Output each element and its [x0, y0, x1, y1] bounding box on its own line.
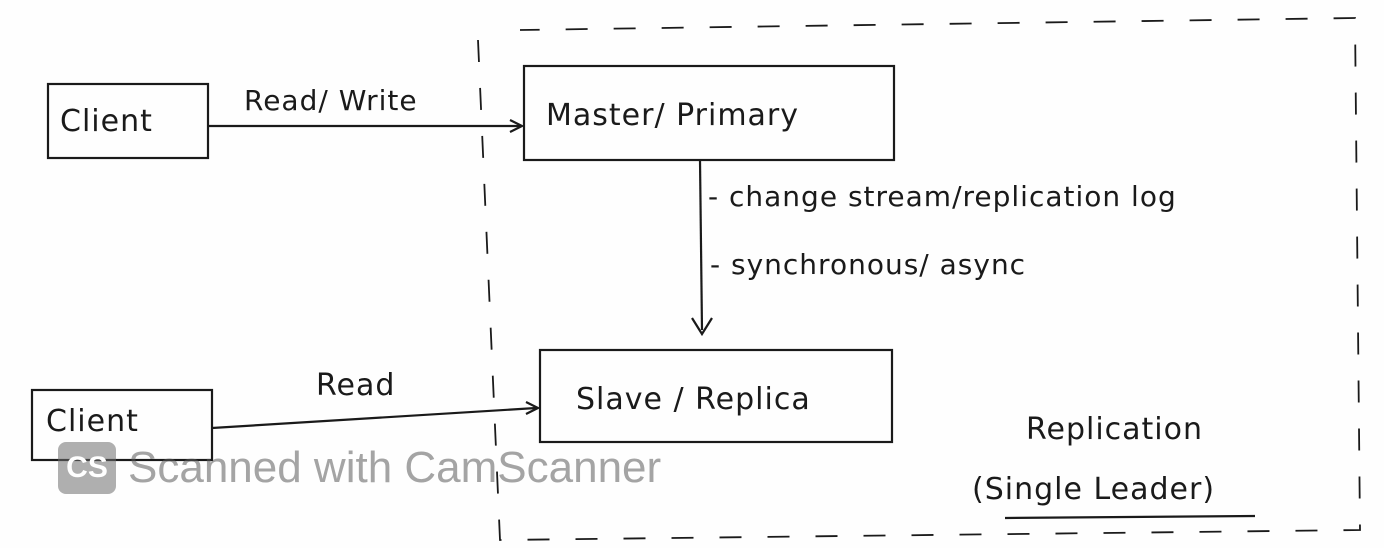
- client-top-box: [46, 82, 210, 160]
- dashed-boundary: [477, 17, 1361, 541]
- slave-label: Slave / Replica: [576, 382, 811, 417]
- read-write-arrowhead: [509, 119, 525, 133]
- camscanner-watermark: CS Scanned with CamScanner: [58, 442, 661, 494]
- read-arrowhead: [525, 401, 541, 415]
- edge-label-read: Read: [316, 368, 396, 403]
- client-bottom-label: Client: [46, 404, 139, 439]
- note-change-stream: - change stream/replication log: [708, 180, 1177, 213]
- client-bottom-box: [30, 388, 214, 462]
- camscanner-logo-icon: CS: [58, 442, 116, 494]
- master-box: [522, 64, 896, 162]
- read-arrow: [211, 406, 537, 430]
- edge-label-read-write: Read/ Write: [244, 84, 418, 117]
- diagram-title: Replication: [1026, 412, 1204, 447]
- replication-arrow: [698, 159, 704, 331]
- master-label: Master/ Primary: [546, 98, 800, 133]
- client-top-label: Client: [60, 104, 153, 139]
- note-sync-async: - synchronous/ async: [710, 248, 1027, 281]
- slave-box: [538, 348, 894, 444]
- subtitle-underline: [1004, 514, 1256, 520]
- watermark-text: Scanned with CamScanner: [128, 443, 662, 492]
- replication-arrowhead: [691, 317, 713, 337]
- diagram-subtitle: (Single Leader): [972, 472, 1216, 507]
